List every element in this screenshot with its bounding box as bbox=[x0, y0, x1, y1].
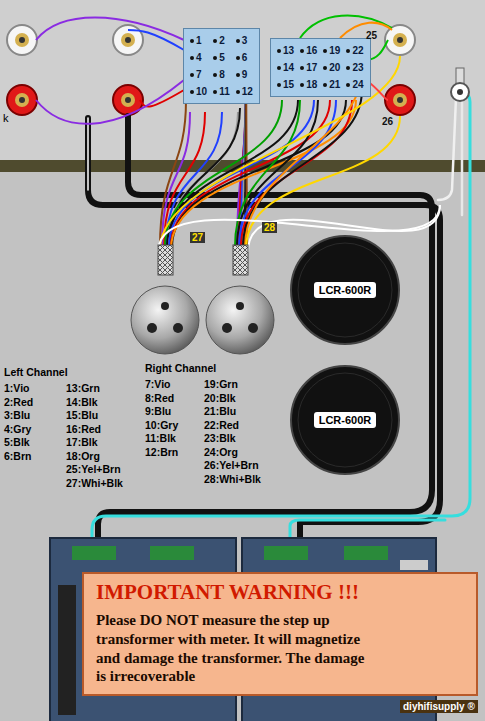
pin-number: 2 bbox=[213, 34, 230, 47]
wire bbox=[36, 80, 184, 124]
pin-number: 24 bbox=[346, 78, 363, 91]
panel-text: k bbox=[3, 112, 9, 124]
wire bbox=[300, 16, 392, 38]
switch-wires bbox=[36, 16, 440, 252]
cable-braids bbox=[158, 245, 248, 275]
pin-number: 22 bbox=[346, 44, 363, 57]
table-cell: 18:Org bbox=[66, 450, 100, 463]
table-cell: 11:Blk bbox=[145, 432, 176, 445]
transformer: LCR-600R bbox=[290, 235, 400, 345]
table-cell: 15:Blu bbox=[66, 409, 98, 422]
pin-number: 10 bbox=[190, 85, 207, 98]
table-cell: 14:Blk bbox=[66, 396, 98, 409]
pin-number: 20 bbox=[323, 61, 340, 74]
table-heading: Left Channel bbox=[4, 366, 68, 378]
pin-number: 12 bbox=[236, 85, 253, 98]
table-cell: 24:Org bbox=[204, 446, 238, 459]
table-heading: Right Channel bbox=[145, 362, 216, 374]
table-cell: 23:Blk bbox=[204, 432, 236, 445]
pin-number: 11 bbox=[213, 85, 230, 98]
transformer-outline bbox=[291, 236, 399, 344]
selector-switch: 13 14 15 16 17 18 19 20 21 22 23 24 bbox=[270, 38, 371, 97]
wire bbox=[243, 90, 362, 247]
table-cell: 4:Gry bbox=[4, 423, 31, 436]
callout-number: 27 bbox=[190, 232, 205, 243]
table-cell: 19:Grn bbox=[204, 378, 238, 391]
part-name: LCR-600R bbox=[314, 412, 377, 428]
wire bbox=[158, 205, 440, 252]
transformer: LCR-600R bbox=[290, 365, 400, 475]
pin-number: 17 bbox=[300, 61, 317, 74]
table-cell: 13:Grn bbox=[66, 382, 100, 395]
table-cell: 21:Blu bbox=[204, 405, 236, 418]
transformer-rim bbox=[298, 243, 392, 337]
transformer-outline bbox=[291, 366, 399, 474]
callout-number: 26 bbox=[382, 116, 393, 127]
table-cell: 9:Blu bbox=[145, 405, 171, 418]
table-cell: 12:Brn bbox=[145, 446, 178, 459]
cables bbox=[88, 92, 470, 546]
wire bbox=[36, 18, 184, 41]
pin-number: 7 bbox=[190, 68, 207, 81]
back-panel bbox=[0, 0, 485, 160]
wire bbox=[239, 100, 336, 247]
pin-number: 3 bbox=[236, 34, 253, 47]
pin-number: 16 bbox=[300, 44, 317, 57]
xlr-sockets bbox=[131, 286, 274, 354]
pin-number: 13 bbox=[277, 44, 294, 57]
pin-number: 15 bbox=[277, 78, 294, 91]
table-cell: 22:Red bbox=[204, 419, 239, 432]
table-cell: 3:Blu bbox=[4, 409, 30, 422]
table-cell: 10:Gry bbox=[145, 419, 178, 432]
table-cell: 28:Whi+Blk bbox=[204, 473, 261, 486]
table-cell: 25:Yel+Brn bbox=[66, 463, 121, 476]
table-cell: 7:Vio bbox=[145, 378, 170, 391]
wire bbox=[140, 90, 184, 107]
selector-switch: 123456789101112 bbox=[183, 28, 260, 104]
watermark: diyhifisupply ® bbox=[400, 700, 478, 713]
pin-number: 14 bbox=[277, 61, 294, 74]
table-cell: 27:Whi+Blk bbox=[66, 477, 123, 490]
table-cell: 2:Red bbox=[4, 396, 33, 409]
table-cell: 1:Vio bbox=[4, 382, 29, 395]
part-name: LCR-600R bbox=[314, 282, 377, 298]
pin-number: 8 bbox=[213, 68, 230, 81]
pin-number: 9 bbox=[236, 68, 253, 81]
wire bbox=[340, 23, 392, 38]
pin-number: 5 bbox=[213, 51, 230, 64]
pin-number: 4 bbox=[190, 51, 207, 64]
table-cell: 26:Yel+Brn bbox=[204, 459, 259, 472]
table-cell: 16:Red bbox=[66, 423, 101, 436]
pin-number: 21 bbox=[323, 78, 340, 91]
pin-number: 23 bbox=[346, 61, 363, 74]
table-cell: 5:Blk bbox=[4, 436, 30, 449]
table-cell: 20:Blk bbox=[204, 392, 236, 405]
table-cell: 6:Brn bbox=[4, 450, 31, 463]
pin-number: 18 bbox=[300, 78, 317, 91]
wire bbox=[128, 30, 184, 50]
table-cell: 8:Red bbox=[145, 392, 174, 405]
warning-box: IMPORTANT WARNING !!! Please DO NOT measu… bbox=[82, 572, 478, 696]
pin-number: 6 bbox=[236, 51, 253, 64]
pin-number: 19 bbox=[323, 44, 340, 57]
warning-title: IMPORTANT WARNING !!! bbox=[96, 580, 464, 605]
callout-number: 28 bbox=[262, 222, 277, 233]
warning-body: Please DO NOT measure the step up transf… bbox=[96, 611, 366, 686]
transformer-rim bbox=[298, 373, 392, 467]
pin-number: 1 bbox=[190, 34, 207, 47]
ground-lug bbox=[451, 68, 469, 101]
table-cell: 17:Blk bbox=[66, 436, 98, 449]
